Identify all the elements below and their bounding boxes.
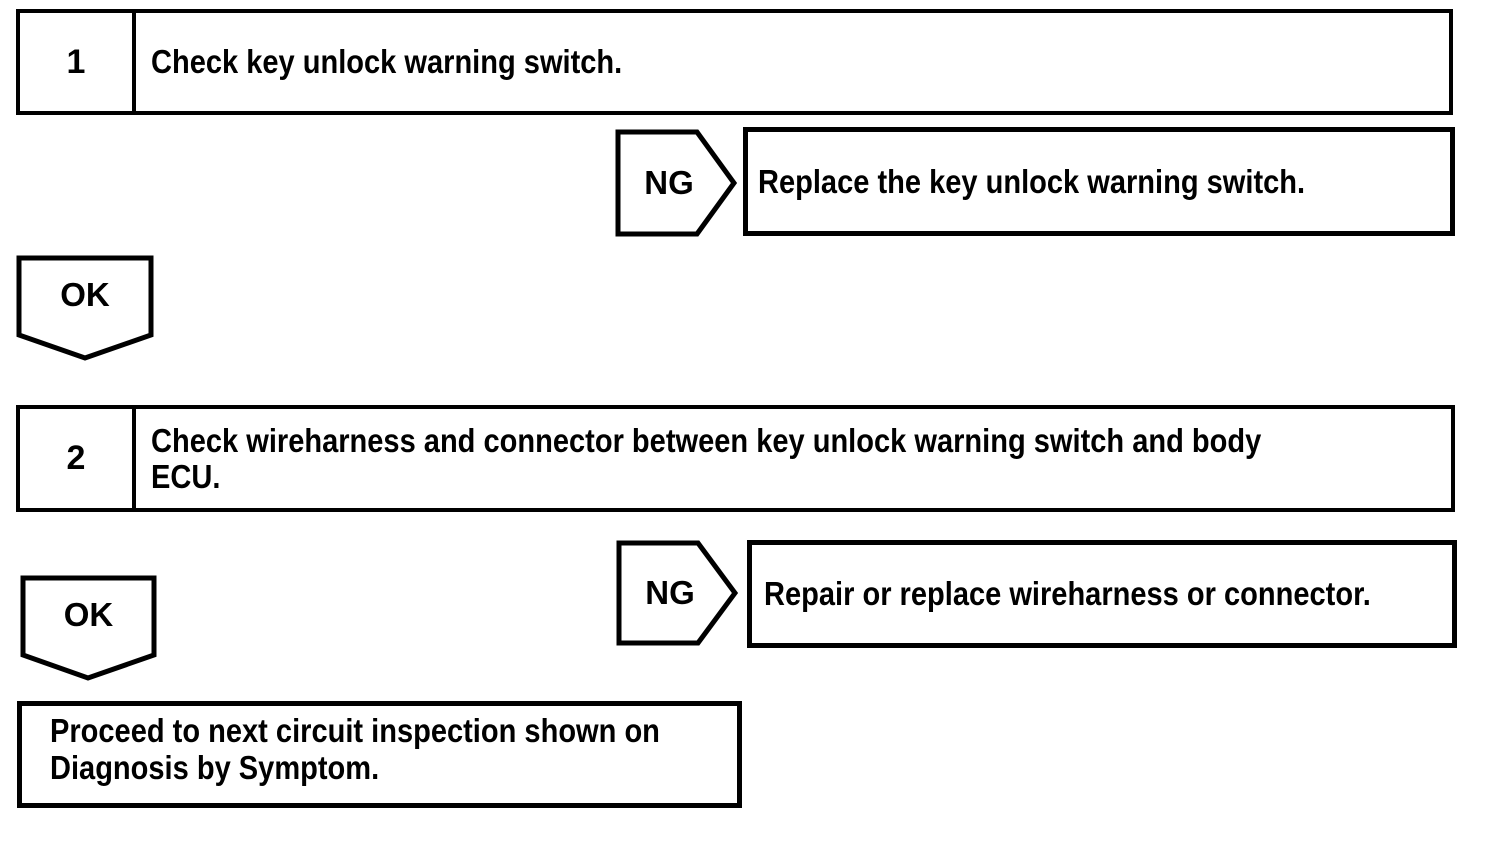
step-1-number: 1 <box>20 13 136 111</box>
step-1-ng-action-box: Replace the key unlock warning switch. <box>743 127 1455 236</box>
step-2-instruction-line-2: ECU. <box>151 457 221 495</box>
step-2-instruction: Check wireharness and connector between … <box>136 409 1451 508</box>
step-1-box: 1 Check key unlock warning switch. <box>16 9 1453 115</box>
final-action-line-2: Diagnosis by Symptom. <box>50 749 380 786</box>
step-1-ok-connector: OK <box>16 255 154 361</box>
step-1-ng-action-text: Replace the key unlock warning switch. <box>758 162 1306 200</box>
step-2-number: 2 <box>20 409 136 508</box>
step-1-ok-label: OK <box>60 276 110 313</box>
step-2-ok-label: OK <box>63 596 114 633</box>
step-2-ng-action-box: Repair or replace wireharness or connect… <box>747 540 1457 648</box>
step-1-ng-connector: NG <box>615 129 737 237</box>
final-action-line-1: Proceed to next circuit inspection shown… <box>50 712 660 749</box>
step-2-instruction-line-1: Check wireharness and connector between … <box>151 421 1262 459</box>
step-2-ok-connector: OK <box>20 575 157 681</box>
step-2-box: 2 Check wireharness and connector betwee… <box>16 405 1455 512</box>
final-action-box: Proceed to next circuit inspection shown… <box>17 701 742 808</box>
step-1-instruction: Check key unlock warning switch. <box>136 13 1449 111</box>
down-arrow-pentagon-icon <box>16 255 154 361</box>
step-2-ng-label: NG <box>645 574 695 611</box>
step-1-ng-label: NG <box>644 164 694 201</box>
step-1-instruction-line-1: Check key unlock warning switch. <box>151 43 623 80</box>
step-2-ng-action-text: Repair or replace wireharness or connect… <box>764 575 1371 612</box>
down-arrow-pentagon-icon <box>20 575 157 681</box>
right-arrow-pentagon-icon <box>616 540 738 646</box>
step-2-ng-connector: NG <box>616 540 738 646</box>
right-arrow-pentagon-icon <box>615 129 737 237</box>
